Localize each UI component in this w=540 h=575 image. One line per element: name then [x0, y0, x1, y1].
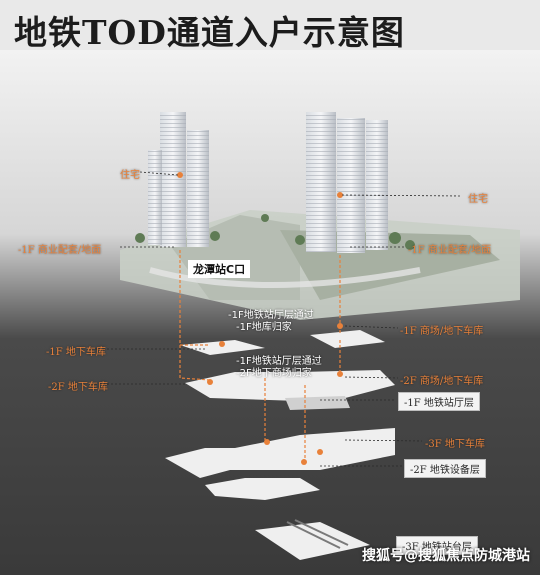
passage-2-line-1: -1F地铁站厅层通过 [236, 356, 322, 367]
page-title: 地铁TOD通道入户示意图 [14, 13, 405, 52]
label-commerce-left: -1F 商业配套/地面 [18, 245, 102, 256]
label-right-b1: -1F 商场/地下车库 [400, 326, 484, 337]
label-left-b2-parking: -2F 地下车库 [48, 382, 108, 393]
label-passage-2: -1F地铁站厅层通过 -2F地下商场归家 [236, 356, 322, 380]
passage-2-line-2: -2F地下商场归家 [236, 368, 312, 379]
label-hall: -1F 地铁站厅层 [398, 392, 480, 411]
passage-1-line-1: -1F地铁站厅层通过 [228, 310, 314, 321]
label-right-b3: -3F 地下车库 [425, 439, 485, 450]
label-passage-1: -1F地铁站厅层通过 -1F地库归家 [228, 310, 314, 334]
label-right-b2: -2F 商场/地下车库 [400, 376, 484, 387]
label-commerce-right: -1F 商业配套/地面 [408, 245, 492, 256]
passage-1-line-2: -1F地库归家 [236, 322, 292, 333]
label-residence-left: 住宅 [120, 170, 140, 181]
watermark: 搜狐号@搜狐焦点防城港站 [362, 548, 530, 564]
label-residence-right: 住宅 [468, 194, 488, 205]
label-equipment: -2F 地铁设备层 [404, 459, 486, 478]
label-station-exit: 龙潭站C口 [188, 260, 251, 278]
label-platform: -3F 地铁站台层 [396, 536, 478, 555]
label-left-b1-parking: -1F 地下车库 [46, 347, 106, 358]
